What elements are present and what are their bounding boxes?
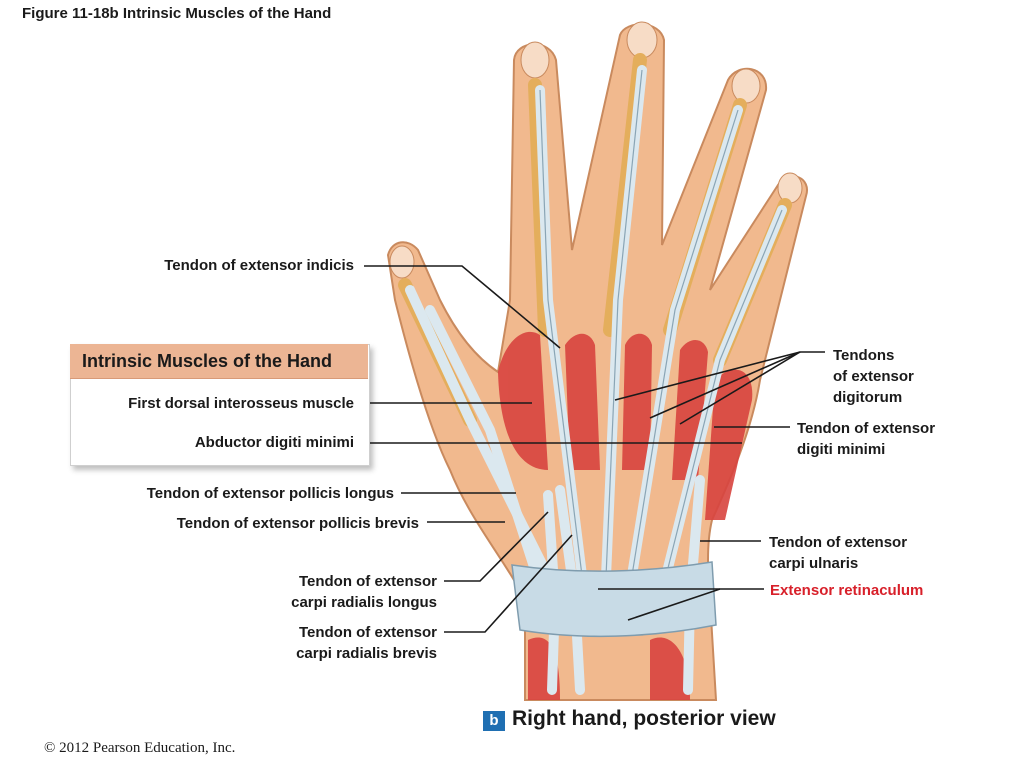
label-tendon-extensor-pollicis-longus: Tendon of extensor pollicis longus [146, 485, 394, 502]
label-digiti-minimi-line2: digiti minimi [797, 441, 886, 458]
intrinsic-muscles-box-header [70, 344, 368, 379]
label-carpi-ulnaris-line1: Tendon of extensor [769, 534, 908, 551]
nail-ring [731, 68, 761, 104]
caption-badge: b [483, 711, 505, 731]
label-abductor-digiti-minimi: Abductor digiti minimi [194, 434, 354, 451]
label-tendons-digitorum-line3: digitorum [833, 389, 903, 406]
label-digiti-minimi-line1: Tendon of extensor [797, 420, 936, 437]
label-ecrb-line1: Tendon of extensor [298, 624, 437, 641]
copyright-notice: © 2012 Pearson Education, Inc. [44, 740, 236, 756]
leader-lines [364, 265, 825, 633]
label-ecrl-line1: Tendon of extensor [298, 573, 437, 590]
caption-text: Right hand, posterior view [512, 707, 776, 730]
label-tendons-digitorum-line2: of extensor [833, 368, 914, 385]
intrinsic-muscles-box-title: Intrinsic Muscles of the Hand [82, 351, 333, 371]
label-first-dorsal-interosseus: First dorsal interosseus muscle [128, 395, 354, 412]
extensor-retinaculum-band [511, 561, 717, 638]
label-carpi-ulnaris-line2: carpi ulnaris [769, 555, 859, 572]
tendon-outlines [539, 69, 783, 601]
label-tendon-extensor-pollicis-brevis: Tendon of extensor pollicis brevis [176, 515, 419, 532]
label-ecrb-line2: carpi radialis brevis [296, 645, 437, 662]
hand-silhouette [386, 23, 808, 701]
label-tendon-extensor-indicis: Tendon of extensor indicis [164, 257, 354, 274]
nail-index [520, 41, 550, 79]
nail-thumb [389, 245, 415, 279]
label-ecrl-line2: carpi radialis longus [291, 594, 437, 611]
figure-title: Figure 11-18b Intrinsic Muscles of the H… [22, 5, 332, 22]
nail-little [777, 172, 803, 204]
nail-middle [626, 21, 658, 59]
label-tendons-digitorum-line1: Tendons [833, 347, 895, 364]
label-extensor-retinaculum: Extensor retinaculum [770, 582, 924, 599]
